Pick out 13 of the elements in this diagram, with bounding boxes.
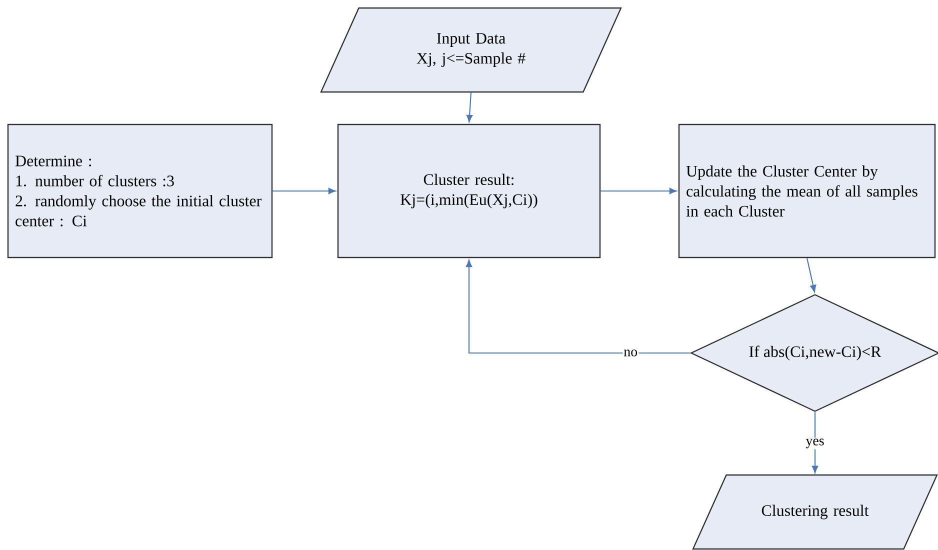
arrow [600,188,677,194]
edge-label: no [622,348,639,358]
arrow [466,92,473,122]
arrow [466,260,690,354]
output-parallelogram: Clustering result [692,474,938,550]
arrow [812,412,818,474]
process-box: Update the Cluster Center by calculating the mean of all samples in each Cluster [678,124,936,258]
edge-label: yes [804,438,826,450]
process-box: Cluster result: Kj=(i,min(Eu(Xj,Ci)) [337,124,601,258]
arrow [806,258,816,292]
arrow [272,188,336,194]
input-parallelogram: Input Data Xj, j<=Sample # [320,7,622,93]
process-box: Determine : 1. number of clusters :3 2. randomly choose the initial cluster center : Ci [7,124,273,258]
